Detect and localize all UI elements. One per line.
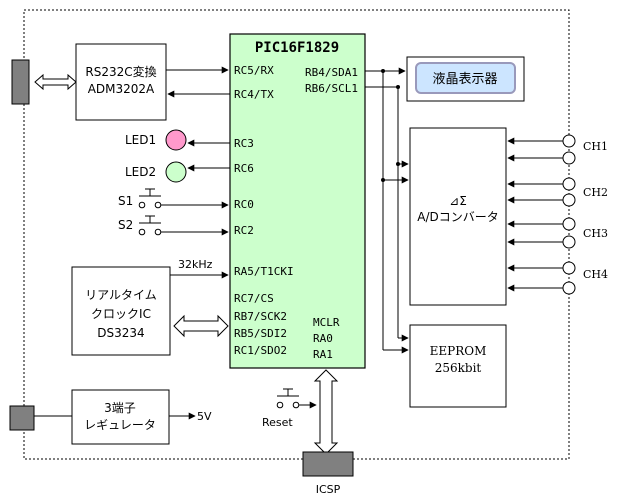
pin-rc0: RC0 (234, 198, 254, 211)
pin-rc4: RC4/TX (234, 88, 274, 101)
channel-terminal (562, 151, 576, 165)
i2c-bus (365, 67, 409, 354)
pin-ra1: RA1 (313, 348, 333, 361)
led1 (165, 129, 187, 151)
rs232-line1: RS232C変換 (85, 64, 156, 79)
channel-terminal (562, 281, 576, 295)
rtc-line2: クロックIC (91, 307, 151, 321)
channel-terminal (562, 261, 576, 275)
pin-ra0: RA0 (313, 332, 333, 345)
pin-rb5: RB5/SDI2 (234, 327, 287, 340)
pin-rb6: RB6/SCL1 (305, 82, 358, 95)
pin-rc3: RC3 (234, 137, 254, 150)
pin-rc5: RC5/RX (234, 64, 274, 77)
channel-label: CH3 (583, 227, 608, 240)
adc-line2: A/Dコンバータ (417, 210, 499, 224)
s1-label: S1 (118, 194, 133, 208)
mcu-block (229, 33, 366, 369)
pin-mclr: MCLR (313, 316, 340, 329)
rtc-block (71, 266, 171, 356)
rs232-block (75, 43, 167, 121)
eeprom-line1: EEPROM (430, 344, 487, 358)
lcd-label: 液晶表示器 (432, 72, 497, 87)
reset-switch (276, 388, 317, 409)
pin-rb4: RB4/SDA1 (305, 66, 358, 79)
rtc-line3: DS3234 (97, 326, 144, 340)
regulator-output: 5V (197, 410, 212, 423)
icsp-connector (302, 451, 354, 477)
switch-s2 (138, 215, 229, 236)
led1-label: LED1 (125, 133, 156, 147)
channel-label: CH2 (583, 186, 608, 199)
icsp-bus-arrow (313, 369, 339, 455)
switch-s1 (138, 188, 229, 209)
pin-rb7: RB7/SCK2 (234, 310, 287, 323)
regulator-block (71, 389, 170, 445)
lcd-display (415, 62, 516, 94)
s2-label: S2 (118, 218, 133, 232)
board-outline (23, 9, 570, 460)
regulator-line2: レギュレータ (84, 418, 156, 432)
pin-rc2: RC2 (234, 224, 254, 237)
channel-terminal (562, 235, 576, 249)
eeprom-line2: 256kbit (435, 361, 482, 375)
channel-terminal (562, 134, 576, 148)
spi-bus-arrow (173, 314, 229, 338)
channel-label: CH1 (583, 140, 608, 153)
pin-ra5: RA5/T1CKI (234, 265, 294, 278)
mcu-pins: RC5/RX RC4/TX RC3 RC6 RC0 RC2 RA5/T1CKI … (234, 64, 358, 361)
rs232-line2: ADM3202A (88, 82, 155, 96)
led2-label: LED2 (125, 165, 156, 179)
regulator-line1: 3端子 (104, 401, 136, 415)
reset-label: Reset (262, 416, 293, 429)
serial-bus-arrow (34, 73, 77, 91)
channel-terminal (562, 193, 576, 207)
channel-terminal (562, 217, 576, 231)
adc-line1: ⊿Σ (449, 194, 467, 208)
pin-rc1: RC1/SDO2 (234, 344, 287, 357)
led2 (165, 161, 187, 183)
power-connector (9, 405, 35, 431)
icsp-label: ICSP (316, 483, 341, 496)
rtc-freq: 32kHz (178, 258, 213, 271)
rtc-line1: リアルタイム (85, 288, 157, 302)
channel-terminal (562, 177, 576, 191)
adc-block (409, 127, 507, 306)
serial-connector (11, 59, 30, 105)
mcu-title: PIC16F1829 (255, 40, 339, 56)
channel-label: CH4 (583, 268, 608, 281)
pin-rc6: RC6 (234, 162, 254, 175)
eeprom-block (409, 324, 507, 408)
pin-rc7: RC7/CS (234, 292, 274, 305)
